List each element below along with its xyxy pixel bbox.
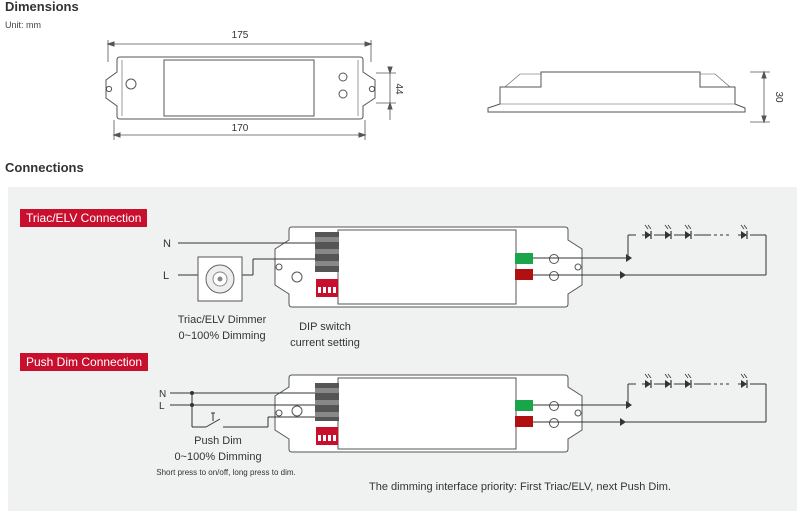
- triac-output-negative-terminal: [515, 269, 533, 280]
- top-view: [105, 40, 396, 140]
- push-dim-note: Short press to on/off, long press to dim…: [156, 468, 296, 477]
- triac-connection-label: Triac/ELV Connection: [20, 209, 148, 227]
- push-dim-connection-label: Push Dim Connection: [20, 353, 149, 371]
- dim-44: 44: [393, 83, 404, 95]
- connections-panel: Triac/ELV Connection Push Dim Connection: [8, 187, 797, 511]
- push-output-positive-terminal: [515, 400, 533, 411]
- triac-output-positive-terminal: [515, 253, 533, 264]
- triac-n-label: N: [163, 238, 171, 250]
- push-led-string: [641, 373, 748, 389]
- triac-device: [274, 226, 583, 308]
- dim-175: 175: [232, 30, 249, 41]
- junction-dot-l: [190, 403, 194, 407]
- priority-note: The dimming interface priority: First Tr…: [369, 481, 671, 493]
- triac-led-string: [641, 224, 748, 240]
- triac-wiring: [178, 234, 767, 276]
- push-device: [274, 374, 583, 453]
- triac-dimmer-range: 0~100% Dimming: [178, 330, 266, 342]
- dim-30: 30: [773, 91, 784, 103]
- push-dim-caption: Push Dim 0~100% Dimming: [168, 433, 268, 465]
- connections-heading: Connections: [5, 160, 84, 175]
- wiring-diagram: N L N L: [159, 224, 767, 453]
- push-l-label: L: [159, 401, 165, 412]
- unit-label: Unit: mm: [5, 20, 41, 30]
- triac-input-terminal: [315, 232, 339, 272]
- junction-dot-n: [190, 391, 194, 395]
- triac-dimmer-title: Triac/ELV Dimmer: [177, 314, 267, 326]
- triac-dimmer-caption: Triac/ELV Dimmer 0~100% Dimming: [160, 312, 284, 344]
- dim-170: 170: [232, 123, 249, 134]
- push-dim-range: 0~100% Dimming: [174, 451, 262, 463]
- push-dim-title: Push Dim: [194, 435, 242, 447]
- triac-dimmer-device: [197, 256, 243, 302]
- dimensions-drawing: 175 170 44 30: [105, 30, 784, 140]
- triac-dip-switch: [316, 279, 338, 297]
- push-dip-switch: [316, 427, 338, 445]
- triac-l-label: L: [163, 270, 169, 282]
- push-input-terminal: [315, 383, 339, 421]
- side-view: [487, 70, 770, 124]
- dip-switch-subtitle: current setting: [290, 337, 360, 349]
- dip-switch-title: DIP switch: [299, 321, 351, 333]
- push-wiring: [170, 383, 767, 428]
- push-n-label: N: [159, 389, 166, 400]
- push-output-negative-terminal: [515, 416, 533, 427]
- dimensions-heading: Dimensions: [5, 0, 79, 14]
- dip-switch-caption: DIP switch current setting: [280, 319, 370, 351]
